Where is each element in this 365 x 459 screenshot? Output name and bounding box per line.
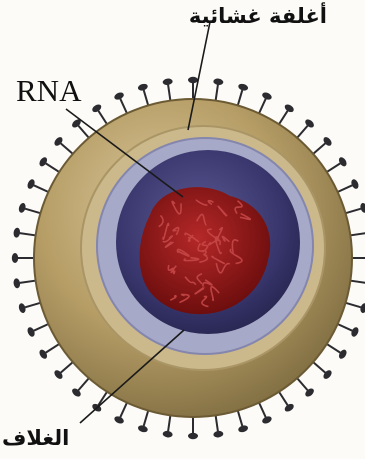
spike-head <box>350 178 360 190</box>
spike-head <box>113 91 125 101</box>
spike-head <box>337 348 348 360</box>
spike-head <box>137 424 148 433</box>
spike-head <box>213 78 224 86</box>
spike-head <box>18 202 27 213</box>
spike-head <box>113 415 125 425</box>
rna-caption: RNA <box>16 73 81 109</box>
spike-head <box>359 302 365 313</box>
spike-head <box>350 326 360 338</box>
spike-head <box>283 402 295 413</box>
spike-head <box>38 348 49 360</box>
spike-head <box>26 326 36 338</box>
spike-head <box>188 433 198 439</box>
spike-head <box>237 424 248 433</box>
spike-head <box>162 78 173 86</box>
spike-head <box>38 156 49 168</box>
spike-head <box>13 278 21 289</box>
spike-head <box>261 91 273 101</box>
spike-head <box>26 178 36 190</box>
spike-head <box>162 430 173 438</box>
spike-head <box>283 103 295 114</box>
spike-head <box>137 83 148 92</box>
envelope-caption: الغلاف <box>2 426 69 450</box>
spike-head <box>188 77 198 83</box>
spike-head <box>91 103 103 114</box>
spike-head <box>359 202 365 213</box>
spike-head <box>261 415 273 425</box>
spike-head <box>12 253 18 263</box>
spike-head <box>237 83 248 92</box>
spike-head <box>213 430 224 438</box>
membrane-caption: أغلفة غشائية <box>189 4 327 28</box>
spike-head <box>18 302 27 313</box>
spike-head <box>13 227 21 238</box>
spike-head <box>337 156 348 168</box>
